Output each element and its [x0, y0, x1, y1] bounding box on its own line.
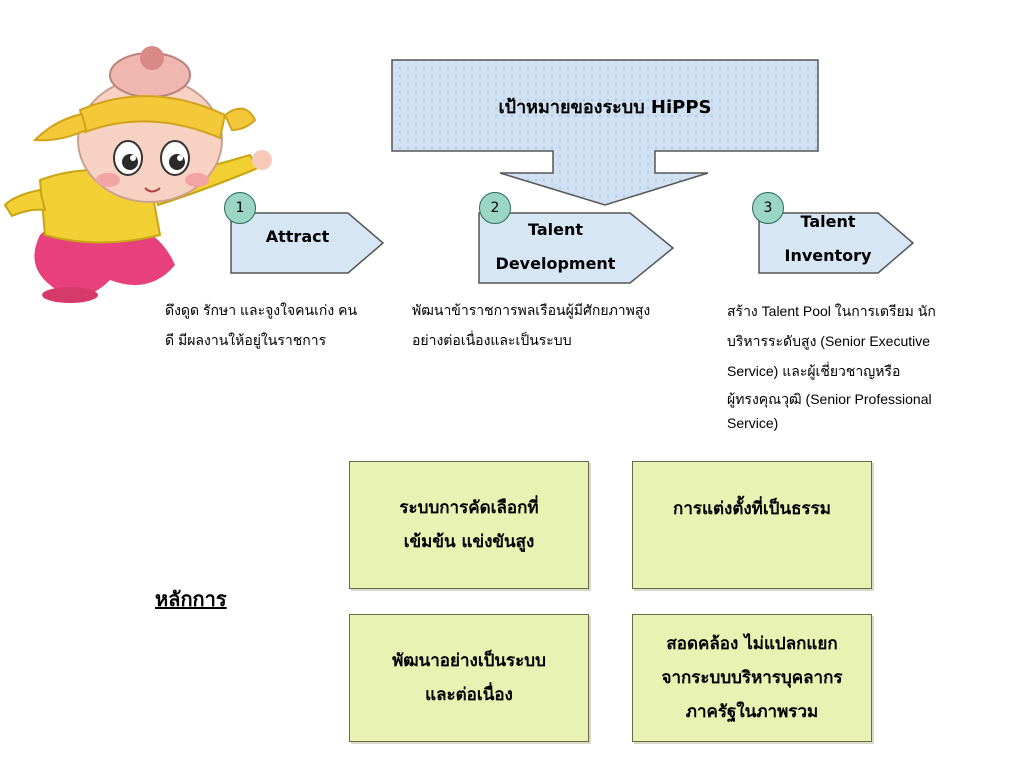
- step-2-description-line: อย่างต่อเนื่องและเป็นระบบ: [412, 332, 572, 348]
- step-1-description: ดึงดูด รักษา และจูงใจคนเก่ง คน ดี มีผลงา…: [165, 295, 357, 355]
- step-3-description: สร้าง Talent Pool ในการเตรียม นัก บริหาร…: [727, 296, 936, 434]
- principles-label: หลักการ: [155, 587, 227, 611]
- step-3-arrow: [758, 212, 915, 274]
- step-3-description-line: ผู้ทรงคุณวุฒิ (Senior Professional: [727, 391, 932, 407]
- step-3-description-line: Service) และผู้เชี่ยวชาญหรือ: [727, 363, 901, 379]
- principle-box-2: การแต่งตั้งที่เป็นธรรม: [632, 461, 872, 589]
- step-1-description-line: ดี มีผลงานให้อยู่ในราชการ: [165, 332, 327, 348]
- step-3-description-line: บริหารระดับสูง (Senior Executive: [727, 333, 931, 349]
- step-3-description-line: Service): [727, 415, 779, 431]
- step-2-badge: 2: [479, 192, 511, 224]
- step-3-description-line: สร้าง Talent Pool ในการเตรียม นัก: [727, 303, 936, 319]
- step-2-description: พัฒนาข้าราชการพลเรือนผู้มีศักยภาพสูง อย่…: [412, 295, 650, 355]
- step-3-badge: 3: [752, 192, 784, 224]
- principle-box-4-text: สอดคล้อง ไม่แปลกแยก จากระบบบริหารบุคลากร…: [661, 634, 843, 722]
- step-3-label-line-1: Talent: [800, 212, 856, 231]
- mascot-illustration: [3, 46, 272, 303]
- principle-box-3-text: พัฒนาอย่างเป็นระบบ และต่อเนื่อง: [392, 651, 546, 705]
- principle-box-2-text: การแต่งตั้งที่เป็นธรรม: [673, 499, 831, 519]
- step-1-label: Attract: [265, 227, 330, 246]
- step-1-badge: 1: [224, 192, 256, 224]
- goal-callout: [391, 59, 819, 206]
- principle-box-3: พัฒนาอย่างเป็นระบบ และต่อเนื่อง: [349, 614, 589, 742]
- principle-box-4: สอดคล้อง ไม่แปลกแยก จากระบบบริหารบุคลากร…: [632, 614, 872, 742]
- goal-title: เป้าหมายของระบบ HiPPS: [498, 97, 712, 118]
- step-1-description-line: ดึงดูด รักษา และจูงใจคนเก่ง คน: [165, 302, 358, 318]
- step-2-arrow: [478, 212, 675, 284]
- step-2-label-line-2: Development: [495, 254, 616, 273]
- step-1-arrow: [230, 212, 385, 274]
- principle-box-1: ระบบการคัดเลือกที่ เข้มข้น แข่งขันสูง: [349, 461, 589, 589]
- principle-box-1-text: ระบบการคัดเลือกที่ เข้มข้น แข่งขันสูง: [399, 498, 539, 552]
- step-3-label-line-2: Inventory: [784, 246, 872, 265]
- step-2-label-line-1: Talent: [527, 220, 584, 239]
- step-2-description-line: พัฒนาข้าราชการพลเรือนผู้มีศักยภาพสูง: [412, 302, 651, 318]
